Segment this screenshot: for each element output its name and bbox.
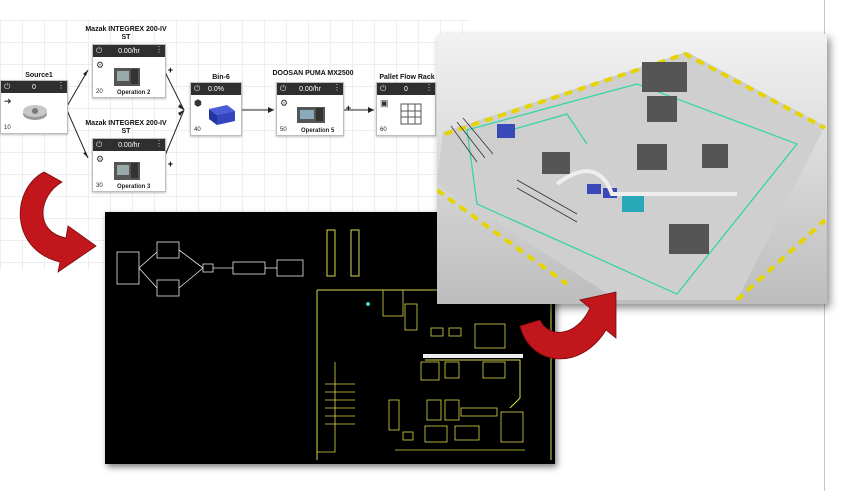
arrow-up-icon xyxy=(519,291,617,360)
flow-node-bin[interactable]: ⏻ 0.0% ⬢ 40 xyxy=(190,82,242,136)
flow-node-source[interactable]: ⏻ 0 ⋮ ➜ 10 xyxy=(0,80,68,134)
machine-image xyxy=(297,107,325,123)
node-count: 40 xyxy=(194,127,201,133)
part-image xyxy=(23,105,47,120)
power-icon[interactable]: ⏻ xyxy=(96,46,103,55)
node-count: 60 xyxy=(380,127,387,133)
node-count: 30 xyxy=(96,183,103,189)
power-icon[interactable]: ⏻ xyxy=(96,140,103,149)
node-value: 0.0% xyxy=(208,85,224,93)
node-value: 0.00/hr xyxy=(118,141,140,149)
render-scene xyxy=(435,34,827,304)
node-title-source: Source1 xyxy=(25,72,53,79)
node-count: 50 xyxy=(280,127,287,133)
menu-dots-icon[interactable]: ⋮ xyxy=(57,81,65,90)
menu-dots-icon[interactable]: ⋮ xyxy=(155,45,163,54)
bin-icon: ⬢ xyxy=(194,98,202,108)
node-title-mazak-2: Mazak INTEGREX 200-IV ST xyxy=(85,120,167,135)
node-count: 10 xyxy=(4,125,11,131)
menu-dots-icon[interactable]: ⋮ xyxy=(425,83,433,92)
node-count: 20 xyxy=(96,89,103,95)
machine-image xyxy=(114,162,140,180)
machine-image xyxy=(114,68,140,86)
cad-drawing xyxy=(116,229,552,460)
node-title-mazak-1: Mazak INTEGREX 200-IV ST xyxy=(85,26,167,41)
machine-icon: ⚙ xyxy=(96,60,105,70)
menu-dots-icon[interactable]: ⋮ xyxy=(333,83,341,92)
node-value: 0.00/hr xyxy=(299,85,321,93)
arrow-down-icon xyxy=(19,171,97,273)
bin-image xyxy=(209,105,235,125)
node-title-doosan: DOOSAN PUMA MX2500 xyxy=(272,70,354,77)
node-title-bin: Bin-6 xyxy=(212,74,230,81)
node-value: 0 xyxy=(32,83,36,91)
machine-icon: ⚙ xyxy=(280,98,289,108)
node-value: 0.00/hr xyxy=(118,47,140,55)
power-icon[interactable]: ⏻ xyxy=(280,84,287,93)
node-value: 0 xyxy=(404,85,408,93)
node-operation: Operation 5 xyxy=(301,128,335,134)
power-icon[interactable]: ⏻ xyxy=(4,82,11,91)
flow-node-mazak-2[interactable]: ⏻ 0.00/hr ⋮ ⚙ 30 Operation 3 + xyxy=(92,138,173,192)
add-connection-icon[interactable]: + xyxy=(167,159,173,169)
arrow-right-icon: ➜ xyxy=(4,96,12,106)
machine-icon: ⚙ xyxy=(96,154,105,164)
rack-icon: ▣ xyxy=(380,98,389,108)
add-connection-icon[interactable]: + xyxy=(167,65,173,75)
menu-dots-icon[interactable]: ⋮ xyxy=(155,139,163,148)
flow-connectors xyxy=(65,69,374,159)
flow-node-doosan[interactable]: ⏻ 0.00/hr ⋮ ⚙ 50 Operation 5 + xyxy=(276,82,351,136)
add-connection-icon[interactable]: + xyxy=(345,103,351,113)
node-title-rack: Pallet Flow Rack xyxy=(379,74,435,81)
power-icon[interactable]: ⏻ xyxy=(194,84,201,93)
flow-node-rack[interactable]: ⏻ 0 ⋮ ▣ 60 xyxy=(376,82,436,136)
node-operation: Operation 2 xyxy=(117,90,151,96)
flow-node-mazak-1[interactable]: ⏻ 0.00/hr ⋮ ⚙ 20 Operation 2 + xyxy=(92,44,173,98)
power-icon[interactable]: ⏻ xyxy=(380,84,387,93)
node-operation: Operation 3 xyxy=(117,184,151,190)
factory-3d-render xyxy=(435,34,827,304)
rack-image xyxy=(400,103,422,125)
